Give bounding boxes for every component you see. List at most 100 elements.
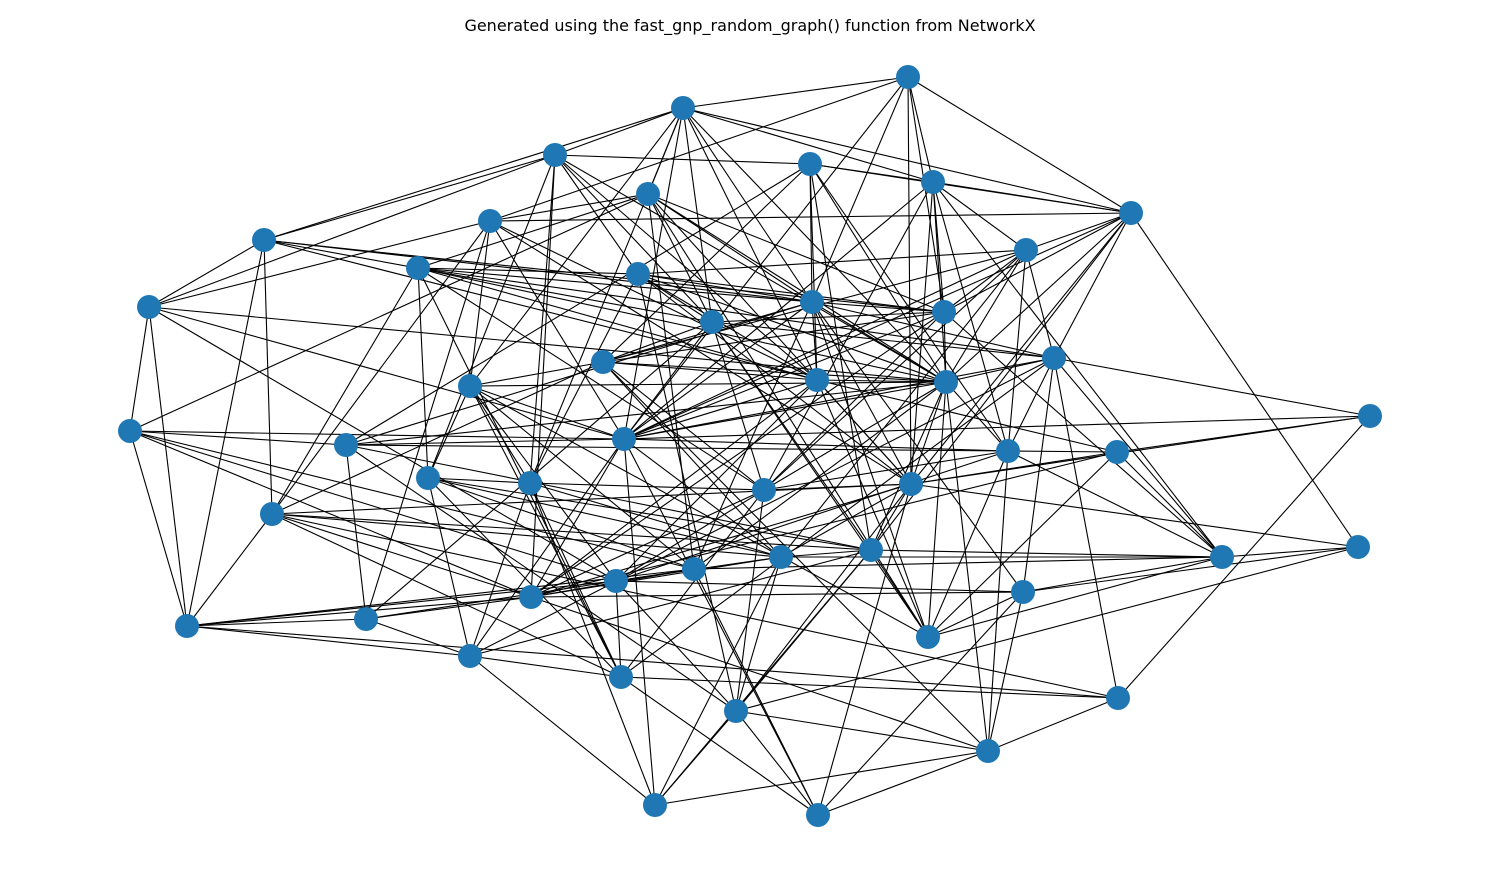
- graph-edge: [469, 655, 656, 806]
- graph-node-24: [612, 427, 636, 451]
- graph-edge: [489, 220, 818, 381]
- graph-edge: [620, 357, 1055, 678]
- graph-node-41: [175, 614, 199, 638]
- graph-edge: [910, 212, 1132, 485]
- graph-node-42: [916, 625, 940, 649]
- graph-edge: [817, 483, 912, 816]
- graph-edge: [647, 193, 695, 570]
- graph-edge: [489, 193, 649, 222]
- graph-edge: [647, 193, 945, 313]
- graph-edge: [417, 267, 639, 275]
- graph-edge: [417, 267, 1055, 359]
- graph-edge: [735, 710, 819, 816]
- graph-node-13: [800, 290, 824, 314]
- graph-edge: [637, 273, 818, 381]
- graph-edge: [816, 379, 1118, 453]
- graph-edge: [417, 267, 813, 303]
- graph-edge: [1022, 556, 1223, 593]
- graph-edge: [817, 750, 989, 816]
- graph-edge: [693, 568, 819, 816]
- graph-edge: [763, 381, 947, 491]
- graph-edge: [148, 306, 188, 627]
- graph-edge: [637, 273, 947, 383]
- graph-edge: [1007, 450, 1223, 558]
- graph-edge: [735, 483, 912, 712]
- graph-edge: [623, 379, 818, 440]
- graph-node-49: [806, 803, 830, 827]
- graph-edge: [637, 249, 1027, 275]
- graph-edge: [345, 438, 625, 446]
- graph-edge: [263, 107, 684, 241]
- graph-edge: [780, 549, 872, 558]
- graph-edge: [927, 450, 1009, 638]
- graph-node-30: [899, 472, 923, 496]
- graph-edge: [469, 107, 684, 387]
- graph-node-38: [519, 585, 543, 609]
- graph-edge: [943, 212, 1132, 313]
- graph-edge: [615, 580, 1024, 593]
- graph-edge: [711, 321, 1055, 359]
- graph-edge: [1053, 212, 1132, 359]
- graph-node-21: [1358, 404, 1382, 428]
- graph-edge: [129, 430, 188, 627]
- graph-edge: [1007, 249, 1027, 452]
- graph-node-7: [478, 209, 502, 233]
- graph-edge: [345, 444, 872, 551]
- graph-edge: [602, 163, 811, 363]
- graph-edge: [780, 483, 912, 558]
- graph-edge: [186, 625, 471, 657]
- graph-edge: [711, 321, 765, 491]
- graph-edge: [910, 451, 1118, 485]
- graph-edge: [682, 107, 818, 381]
- graph-edge: [682, 76, 909, 109]
- graph-edge: [870, 381, 947, 551]
- graph-edge: [469, 438, 625, 657]
- graph-edge: [735, 546, 1359, 712]
- graph-edge: [263, 239, 945, 313]
- graph-edge: [263, 154, 556, 241]
- graph-edge: [365, 618, 471, 657]
- graph-edge: [469, 220, 491, 387]
- graph-edge: [602, 361, 947, 383]
- graph-edge: [1130, 212, 1359, 548]
- graph-edge: [623, 438, 656, 806]
- graph-edge: [693, 381, 947, 570]
- graph-edge: [469, 385, 531, 484]
- graph-edge: [932, 181, 1009, 452]
- graph-edge: [927, 591, 1024, 638]
- graph-edge: [910, 381, 947, 485]
- graph-edge: [932, 181, 1223, 558]
- graph-edge: [1116, 451, 1223, 558]
- graph-edge: [469, 482, 531, 657]
- graph-edge: [623, 301, 813, 440]
- graph-node-12: [137, 295, 161, 319]
- graph-edge: [186, 625, 1119, 699]
- graph-edge: [637, 273, 813, 303]
- graph-edge: [811, 301, 1055, 359]
- graph-edge: [345, 381, 947, 446]
- graph-edge: [907, 76, 1132, 214]
- graph-node-39: [1011, 580, 1035, 604]
- graph-edge: [637, 273, 945, 313]
- graph-edge: [615, 379, 818, 582]
- graph-edge: [623, 249, 1027, 440]
- graph-node-3: [798, 152, 822, 176]
- graph-node-45: [1106, 686, 1130, 710]
- graph-edge: [271, 513, 532, 598]
- graph-edge: [554, 154, 713, 323]
- graph-edge: [427, 154, 556, 479]
- graph-edge: [129, 306, 150, 432]
- graph-edge: [489, 220, 912, 485]
- graph-edge: [927, 556, 1223, 638]
- graph-node-18: [805, 368, 829, 392]
- graph-node-47: [976, 739, 1000, 763]
- graph-edge: [186, 618, 367, 627]
- graph-edge: [623, 321, 713, 440]
- graph-edge: [1007, 357, 1055, 452]
- graph-edge: [469, 655, 622, 678]
- graph-edge: [927, 451, 1118, 638]
- graph-edge: [554, 154, 818, 381]
- graph-edge: [623, 212, 1132, 440]
- graph-edge: [271, 220, 491, 515]
- graph-edge: [529, 482, 656, 806]
